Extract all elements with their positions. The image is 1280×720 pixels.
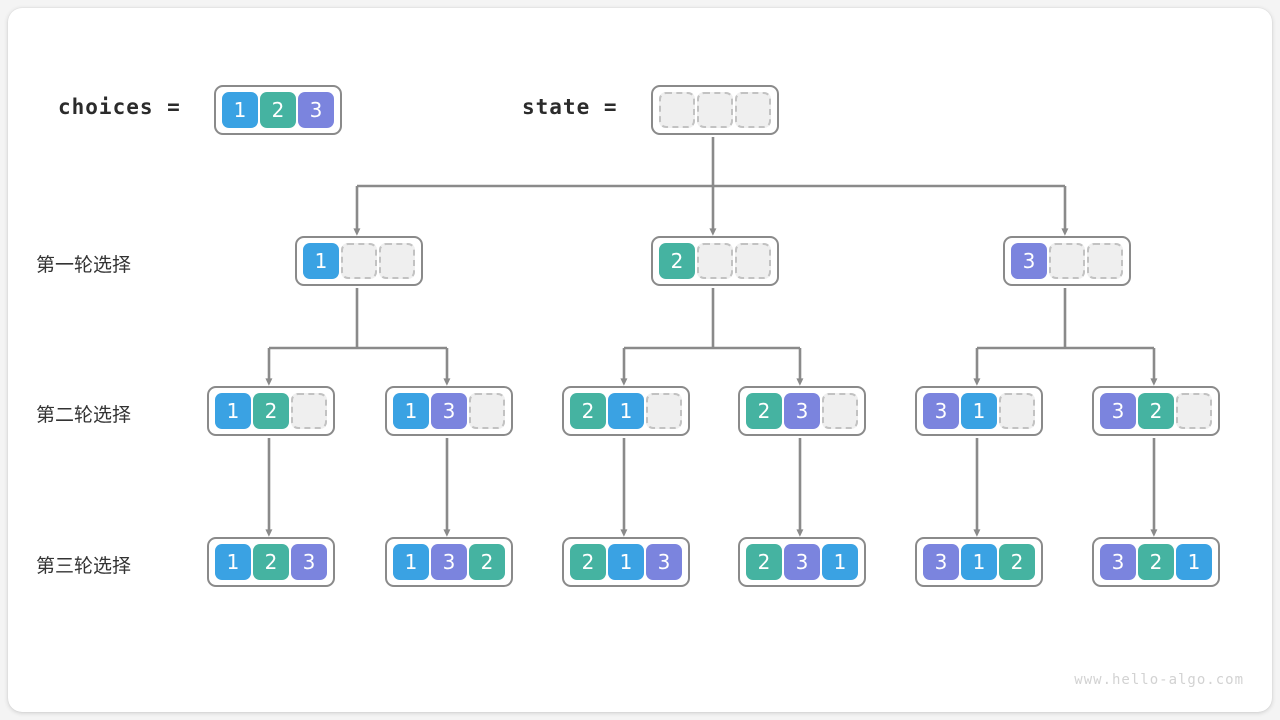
- round-label-1: 第一轮选择: [36, 254, 132, 276]
- choices-label: choices =: [58, 95, 181, 119]
- state-cell-1: [697, 92, 733, 128]
- cell-r2-n3-i2: [646, 393, 682, 429]
- cell-r3-n3-i0: 2: [570, 544, 606, 580]
- cell-r2-n5-i0: 3: [923, 393, 959, 429]
- cell-r3-n3-i2: 3: [646, 544, 682, 580]
- cell-r2-n3-i0: 2: [570, 393, 606, 429]
- cell-r1-n2-i1: [697, 243, 733, 279]
- cell-r2-n2-i1: 3: [431, 393, 467, 429]
- cell-r2-n5-i1: 1: [961, 393, 997, 429]
- state-cell-0: [659, 92, 695, 128]
- choices-cell-1: 2: [260, 92, 296, 128]
- cell-r2-n1-i1: 2: [253, 393, 289, 429]
- cell-r3-n4-i1: 3: [784, 544, 820, 580]
- cell-r2-n1-i2: [291, 393, 327, 429]
- figure-card: [8, 8, 1272, 712]
- cell-r2-n5-i2: [999, 393, 1035, 429]
- cell-r3-n2-i1: 3: [431, 544, 467, 580]
- state-label: state =: [522, 95, 618, 119]
- cell-r3-n2-i2: 2: [469, 544, 505, 580]
- cell-r3-n2-i0: 1: [393, 544, 429, 580]
- choices-array: 1 2 3: [214, 85, 342, 135]
- choices-cell-2: 3: [298, 92, 334, 128]
- state-array: [651, 85, 779, 135]
- watermark: www.hello-algo.com: [1074, 672, 1244, 688]
- cell-r3-n1-i1: 2: [253, 544, 289, 580]
- cell-r1-n3-i0: 3: [1011, 243, 1047, 279]
- cell-r3-n6-i0: 3: [1100, 544, 1136, 580]
- cell-r2-n2-i0: 1: [393, 393, 429, 429]
- cell-r2-n4-i2: [822, 393, 858, 429]
- cell-r3-n1-i2: 3: [291, 544, 327, 580]
- cell-r1-n2-i0: 2: [659, 243, 695, 279]
- cell-r2-n1-i0: 1: [215, 393, 251, 429]
- cell-r2-n4-i1: 3: [784, 393, 820, 429]
- cell-r1-n1-i1: [341, 243, 377, 279]
- cell-r3-n1-i0: 1: [215, 544, 251, 580]
- cell-r3-n4-i2: 1: [822, 544, 858, 580]
- choices-cell-0: 1: [222, 92, 258, 128]
- cell-r2-n6-i0: 3: [1100, 393, 1136, 429]
- cell-r1-n3-i1: [1049, 243, 1085, 279]
- cell-r2-n6-i1: 2: [1138, 393, 1174, 429]
- cell-r3-n5-i1: 1: [961, 544, 997, 580]
- cell-r1-n1-i2: [379, 243, 415, 279]
- cell-r3-n6-i1: 2: [1138, 544, 1174, 580]
- cell-r1-n2-i2: [735, 243, 771, 279]
- cell-r3-n5-i2: 2: [999, 544, 1035, 580]
- cell-r3-n6-i2: 1: [1176, 544, 1212, 580]
- state-array-round1-node1: 1: [295, 236, 423, 286]
- cell-r3-n4-i0: 2: [746, 544, 782, 580]
- cell-r2-n3-i1: 1: [608, 393, 644, 429]
- round-label-2: 第二轮选择: [36, 404, 132, 426]
- cell-r2-n6-i2: [1176, 393, 1212, 429]
- cell-r1-n1-i0: 1: [303, 243, 339, 279]
- state-cell-2: [735, 92, 771, 128]
- state-array-round1-node2: 2: [651, 236, 779, 286]
- cell-r2-n4-i0: 2: [746, 393, 782, 429]
- state-array-round1-node3: 3: [1003, 236, 1131, 286]
- cell-r2-n2-i2: [469, 393, 505, 429]
- round-label-3: 第三轮选择: [36, 555, 132, 577]
- cell-r3-n5-i0: 3: [923, 544, 959, 580]
- cell-r3-n3-i1: 1: [608, 544, 644, 580]
- cell-r1-n3-i2: [1087, 243, 1123, 279]
